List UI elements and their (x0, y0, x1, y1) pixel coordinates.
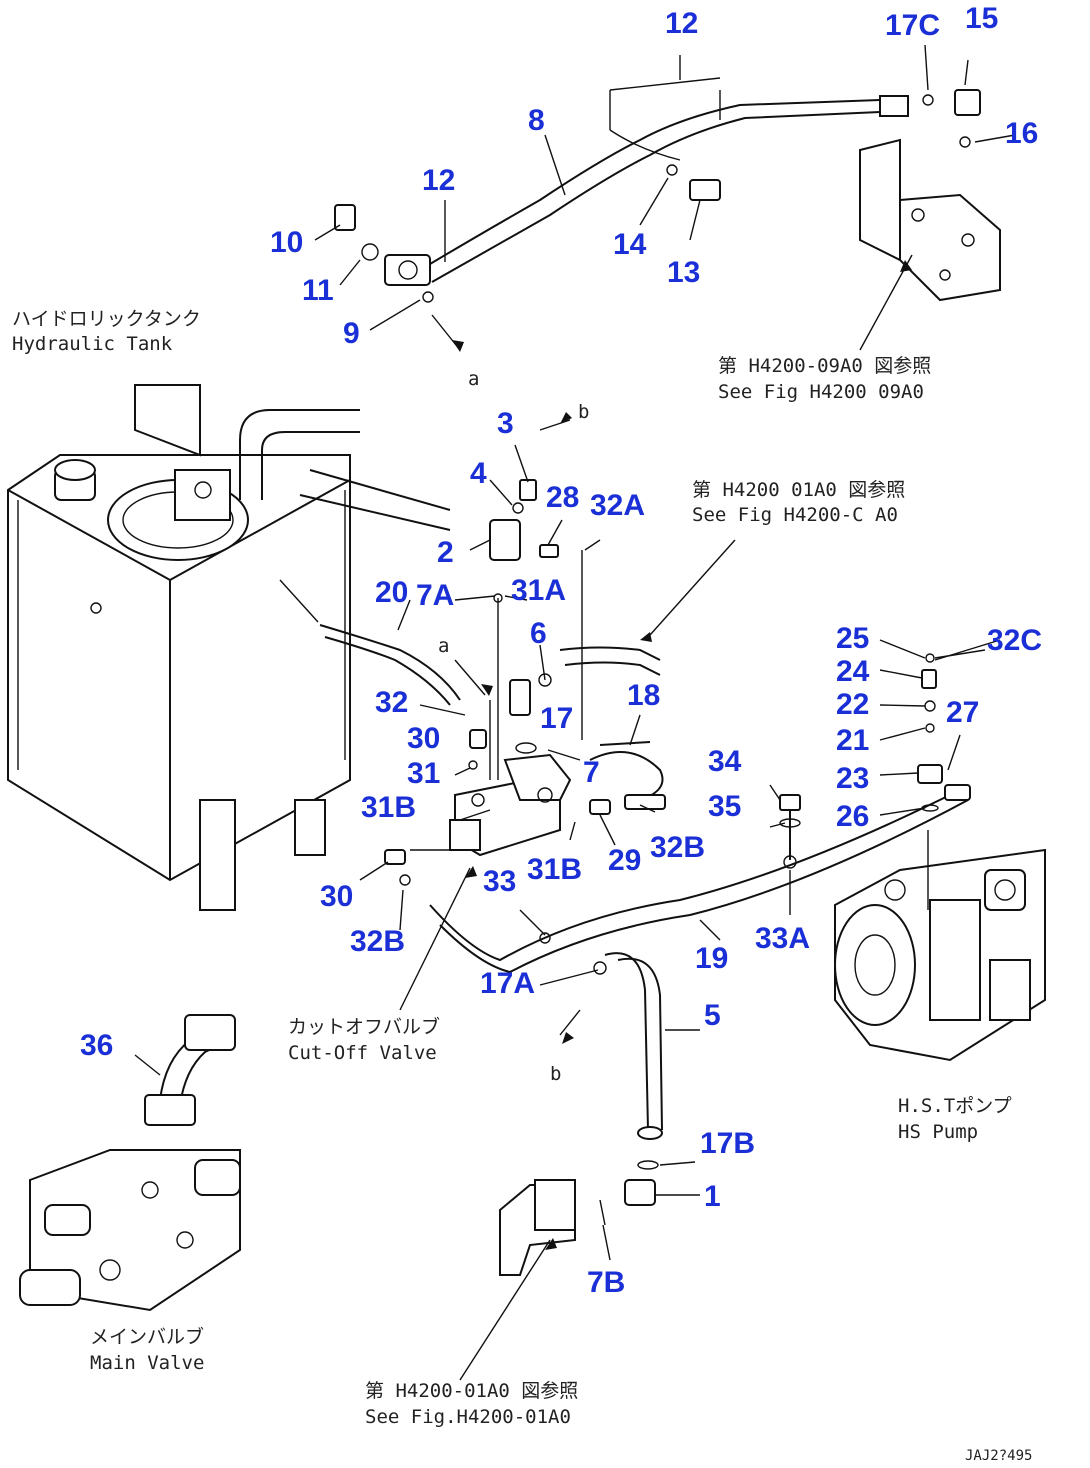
label-5: 5 (704, 999, 721, 1032)
document-code: JAJ2?495 (965, 1448, 1032, 1464)
hoses-valve (319, 624, 666, 886)
bolt-34 (779, 794, 801, 860)
valve-block-top-right (859, 138, 1001, 351)
label-17: 17 (540, 702, 573, 735)
label-27: 27 (946, 696, 979, 729)
label-3: 3 (497, 407, 514, 440)
hose-5 (593, 952, 663, 1140)
label-21: 21 (836, 724, 869, 757)
lower-bracket (459, 1160, 659, 1381)
caption-hydraulic-tank-en: Hydraulic Tank (12, 333, 173, 355)
label-32: 32 (375, 686, 408, 719)
captions: ハイドロリックタンク Hydraulic Tank 第 H4200-09A0 図… (12, 308, 1032, 1464)
caption-ref-09a0-en: See Fig H4200 09A0 (718, 381, 924, 403)
label-30: 30 (320, 880, 353, 913)
label-33: 33 (483, 865, 516, 898)
label-7: 7 (583, 756, 600, 789)
label-14: 14 (613, 228, 647, 261)
leader-lines (134, 44, 1016, 1261)
label-32b: 32B (350, 925, 405, 958)
label-16: 16 (1005, 117, 1038, 150)
label-30: 30 (407, 722, 440, 755)
label-15: 15 (965, 2, 998, 35)
label-1: 1 (704, 1180, 721, 1213)
fittings-top (334, 89, 981, 303)
fittings-column (917, 653, 943, 812)
hst-pump (834, 830, 1046, 1062)
label-7b: 7B (587, 1266, 625, 1299)
label-31b: 31B (361, 791, 416, 824)
label-6: 6 (530, 617, 547, 650)
label-34: 34 (708, 745, 742, 778)
hydraulic-tank (7, 384, 451, 911)
label-12: 12 (665, 7, 698, 40)
label-32a: 32A (590, 489, 645, 522)
label-20: 20 (375, 576, 408, 609)
label-11: 11 (302, 274, 334, 307)
main-valve (19, 1014, 241, 1312)
marker-b: b (550, 1063, 561, 1085)
marker-arrows (452, 260, 912, 1250)
caption-ref-09a0-jp: 第 H4200-09A0 図参照 (718, 355, 931, 377)
label-18: 18 (627, 679, 660, 712)
label-4: 4 (470, 457, 487, 490)
caption-ref-01a0-bottom-jp: 第 H4200-01A0 図参照 (365, 1380, 578, 1402)
caption-ref-01a0-top-jp: 第 H4200 01A0 図参照 (692, 479, 905, 501)
caption-cutoff-en: Cut-Off Valve (288, 1042, 437, 1064)
label-19: 19 (695, 942, 728, 975)
label-23: 23 (836, 762, 869, 795)
caption-main-valve-en: Main Valve (90, 1352, 204, 1374)
caption-ref-01a0-top-en: See Fig H4200-C A0 (692, 504, 898, 526)
label-12: 12 (422, 164, 455, 197)
marker-a: a (438, 635, 449, 657)
part-labels: 12 17C 15 8 16 12 10 14 13 11 9 3 4 28 3… (80, 2, 1042, 1299)
hose-8 (384, 55, 909, 286)
label-35: 35 (708, 790, 741, 823)
label-29: 29 (608, 844, 641, 877)
caption-hst-en: HS Pump (898, 1121, 978, 1143)
label-8: 8 (528, 104, 545, 137)
caption-hydraulic-tank-jp: ハイドロリックタンク (12, 308, 201, 330)
caption-hst-jp: H.S.Tポンプ (898, 1095, 1012, 1117)
label-10: 10 (270, 226, 303, 259)
label-25: 25 (836, 622, 869, 655)
marker-b: b (578, 401, 589, 423)
label-17b: 17B (700, 1127, 755, 1160)
marker-a: a (468, 368, 479, 390)
label-7a: 7A (416, 579, 454, 612)
label-2: 2 (437, 536, 454, 569)
label-32b: 32B (650, 831, 705, 864)
label-17c: 17C (885, 9, 940, 42)
caption-ref-01a0-bottom-en: See Fig.H4200-01A0 (365, 1406, 571, 1428)
label-36: 36 (80, 1029, 113, 1062)
label-22: 22 (836, 688, 869, 721)
label-31a: 31A (511, 574, 566, 607)
label-24: 24 (836, 655, 870, 688)
caption-cutoff-jp: カットオフバルブ (288, 1015, 440, 1038)
label-31: 31 (407, 757, 440, 790)
label-26: 26 (836, 800, 869, 833)
label-9: 9 (343, 317, 360, 350)
caption-main-valve-jp: メインバルブ (90, 1325, 204, 1348)
label-17a: 17A (480, 967, 535, 1000)
label-13: 13 (667, 256, 700, 289)
label-32c: 32C (987, 624, 1042, 657)
label-31b: 31B (527, 853, 582, 886)
label-33a: 33A (755, 922, 810, 955)
label-28: 28 (546, 481, 579, 514)
cut-off-valve (449, 479, 583, 857)
